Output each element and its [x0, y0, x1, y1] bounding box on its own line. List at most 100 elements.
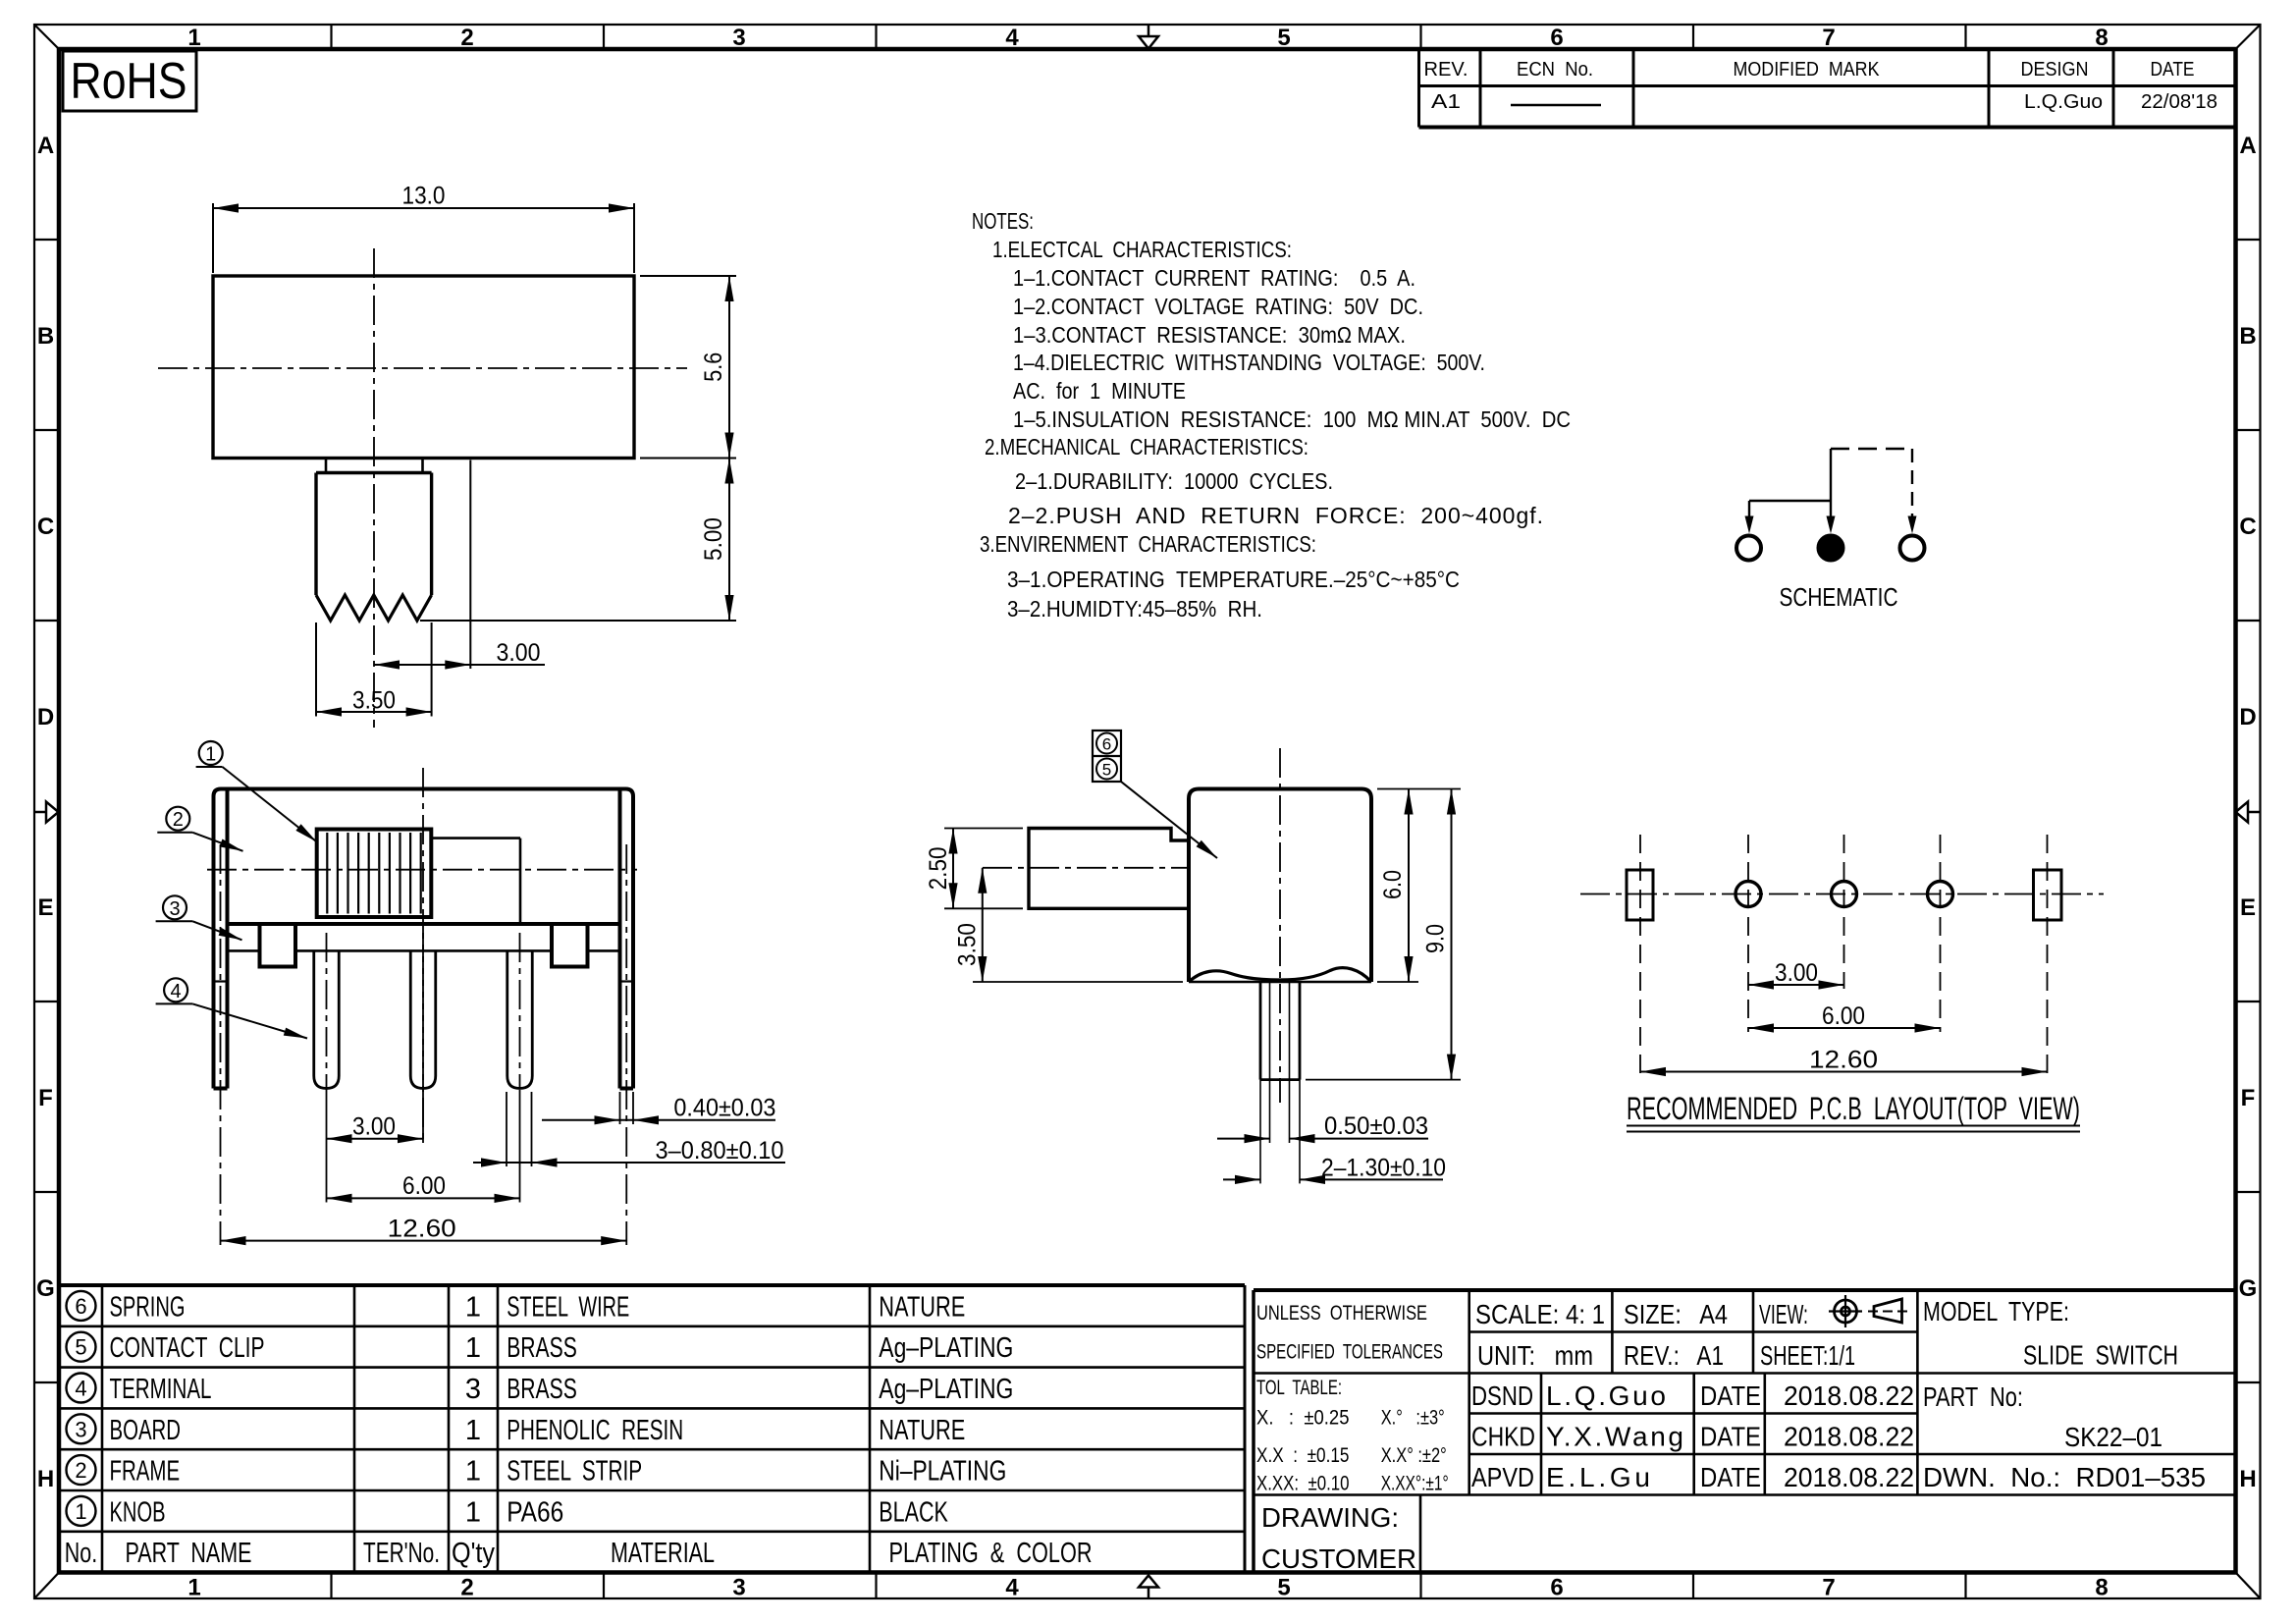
svg-text:VIEW:: VIEW: — [1759, 1299, 1808, 1329]
svg-text:6: 6 — [1102, 735, 1111, 754]
svg-text:E: E — [2240, 894, 2256, 921]
svg-text:1–4.DIELECTRIC WITHSTANDING: 1–4.DIELECTRIC WITHSTANDING VOLTAGE: 500… — [1013, 350, 1485, 375]
svg-text:Q'ty: Q'ty — [452, 1538, 495, 1569]
svg-text:5: 5 — [75, 1335, 86, 1360]
svg-text:DATE: DATE — [1700, 1462, 1761, 1492]
svg-text:X.X : ±0.15: X.X : ±0.15 — [1256, 1444, 1350, 1467]
svg-text:5: 5 — [1277, 1575, 1290, 1601]
svg-text:1–2.CONTACT VOLTAGE RATING:: 1–2.CONTACT VOLTAGE RATING: 50V DC. — [1013, 294, 1423, 319]
svg-text:NATURE: NATURE — [879, 1291, 965, 1323]
svg-text:H: H — [37, 1466, 54, 1492]
svg-text:3.50: 3.50 — [954, 923, 982, 966]
svg-text:13.0: 13.0 — [402, 183, 446, 210]
svg-text:DWN. No.: RD01–535: DWN. No.: RD01–535 — [1923, 1462, 2206, 1492]
svg-text:2–1.DURABILITY: 10000 CYCLES: 2–1.DURABILITY: 10000 CYCLES. — [1015, 468, 1333, 494]
svg-text:2: 2 — [460, 25, 473, 51]
svg-text:1: 1 — [205, 744, 216, 766]
svg-text:PART NAME: PART NAME — [126, 1538, 252, 1569]
svg-text:5: 5 — [1102, 761, 1111, 780]
svg-text:SIZE: A4: SIZE: A4 — [1624, 1299, 1728, 1329]
svg-text:DATE: DATE — [1700, 1380, 1761, 1411]
svg-text:STEEL STRIP: STEEL STRIP — [507, 1456, 642, 1488]
svg-text:NATURE: NATURE — [879, 1415, 965, 1446]
svg-text:DESIGN: DESIGN — [2021, 59, 2089, 81]
svg-text:PART No:: PART No: — [1923, 1381, 2023, 1412]
svg-text:0.40±0.03: 0.40±0.03 — [673, 1095, 775, 1122]
svg-text:1–1.CONTACT CURRENT RATING:: 1–1.CONTACT CURRENT RATING: 0.5 A. — [1013, 265, 1415, 291]
svg-text:SHEET:1/1: SHEET:1/1 — [1760, 1340, 1855, 1371]
svg-text:BLACK: BLACK — [879, 1496, 948, 1528]
svg-text:1: 1 — [465, 1415, 481, 1446]
svg-text:1: 1 — [465, 1291, 481, 1323]
svg-text:SCHEMATIC: SCHEMATIC — [1780, 582, 1898, 612]
svg-text:MODIFIED MARK: MODIFIED MARK — [1734, 59, 1881, 81]
svg-text:SPRING: SPRING — [110, 1291, 186, 1323]
svg-text:TER'No.: TER'No. — [363, 1538, 440, 1569]
svg-text:A: A — [37, 133, 54, 159]
svg-text:1: 1 — [465, 1456, 481, 1488]
svg-text:SPECIFIED TOLERANCES: SPECIFIED TOLERANCES — [1256, 1341, 1443, 1364]
svg-text:RECOMMENDED P.C.B LAYOUT(TOP: RECOMMENDED P.C.B LAYOUT(TOP VIEW) — [1627, 1091, 2080, 1126]
svg-text:8: 8 — [2095, 1575, 2108, 1601]
svg-text:REV.: REV. — [1424, 59, 1468, 81]
svg-text:E: E — [37, 894, 53, 921]
svg-text:3–2.HUMIDTY:45–85% RH.: 3–2.HUMIDTY:45–85% RH. — [1007, 596, 1262, 622]
svg-text:PHENOLIC RESIN: PHENOLIC RESIN — [507, 1415, 683, 1446]
svg-text:1: 1 — [75, 1499, 86, 1524]
svg-text:B: B — [2239, 323, 2256, 350]
svg-text:6: 6 — [75, 1294, 86, 1319]
svg-text:MATERIAL: MATERIAL — [611, 1538, 715, 1569]
svg-text:H: H — [2239, 1466, 2256, 1492]
svg-text:X.° :±3°: X.° :±3° — [1381, 1407, 1445, 1430]
svg-text:2: 2 — [173, 809, 184, 831]
svg-text:7: 7 — [1822, 25, 1835, 51]
svg-text:Ni–PLATING: Ni–PLATING — [879, 1456, 1006, 1488]
svg-text:A1: A1 — [1431, 91, 1461, 113]
svg-text:1: 1 — [187, 25, 200, 51]
svg-text:CHKD: CHKD — [1471, 1422, 1535, 1452]
svg-text:4: 4 — [75, 1377, 86, 1401]
svg-text:Y.X.Wang: Y.X.Wang — [1546, 1422, 1683, 1452]
svg-text:CONTACT CLIP: CONTACT CLIP — [110, 1332, 265, 1364]
svg-text:SK22–01: SK22–01 — [2064, 1422, 2163, 1452]
svg-text:NOTES:: NOTES: — [972, 208, 1034, 234]
svg-text:8: 8 — [2095, 25, 2108, 51]
svg-text:2: 2 — [75, 1458, 86, 1483]
svg-text:A: A — [2239, 133, 2256, 159]
svg-text:UNIT: mm: UNIT: mm — [1477, 1340, 1593, 1371]
svg-text:3.00: 3.00 — [352, 1113, 396, 1141]
svg-text:3–0.80±0.10: 3–0.80±0.10 — [656, 1137, 784, 1164]
svg-text:BRASS: BRASS — [507, 1374, 577, 1405]
svg-text:F: F — [38, 1085, 53, 1111]
svg-text:3: 3 — [75, 1417, 86, 1441]
svg-text:BRASS: BRASS — [507, 1332, 577, 1364]
svg-text:2–1.30±0.10: 2–1.30±0.10 — [1321, 1154, 1446, 1181]
svg-text:L.Q.Guo: L.Q.Guo — [2024, 91, 2103, 113]
svg-text:1.ELECTCAL CHARACTERISTICS:: 1.ELECTCAL CHARACTERISTICS: — [992, 237, 1292, 262]
svg-text:DRAWING:: DRAWING: — [1261, 1502, 1399, 1533]
svg-text:No.: No. — [65, 1538, 97, 1569]
svg-text:D: D — [2239, 704, 2256, 731]
svg-text:6.0: 6.0 — [1379, 870, 1407, 899]
svg-text:3: 3 — [169, 898, 180, 920]
svg-text:MODEL TYPE:: MODEL TYPE: — [1923, 1296, 2069, 1326]
svg-text:3: 3 — [732, 25, 745, 51]
svg-text:B: B — [37, 323, 54, 350]
svg-text:12.60: 12.60 — [1809, 1047, 1878, 1074]
svg-text:1–3.CONTACT RESISTANCE: 30mΩ: 1–3.CONTACT RESISTANCE: 30mΩ MAX. — [1013, 322, 1406, 348]
svg-text:7: 7 — [1822, 1575, 1835, 1601]
svg-text:4: 4 — [171, 981, 182, 1002]
svg-text:SLIDE SWITCH: SLIDE SWITCH — [2023, 1340, 2178, 1371]
svg-text:DSND: DSND — [1471, 1380, 1533, 1411]
svg-text:TOL TABLE:: TOL TABLE: — [1256, 1377, 1342, 1399]
svg-text:9.0: 9.0 — [1422, 924, 1450, 953]
svg-text:ECN No.: ECN No. — [1517, 59, 1593, 81]
svg-text:C: C — [37, 514, 54, 540]
svg-text:3.00: 3.00 — [1775, 959, 1818, 987]
svg-text:SCALE: 4: 1: SCALE: 4: 1 — [1475, 1299, 1605, 1329]
svg-text:G: G — [36, 1275, 55, 1302]
svg-text:AC. for 1 MINUTE: AC. for 1 MINUTE — [1013, 378, 1186, 404]
svg-text:0.50±0.03: 0.50±0.03 — [1324, 1112, 1428, 1140]
svg-text:12.60: 12.60 — [388, 1216, 456, 1243]
svg-text:1: 1 — [187, 1575, 200, 1601]
